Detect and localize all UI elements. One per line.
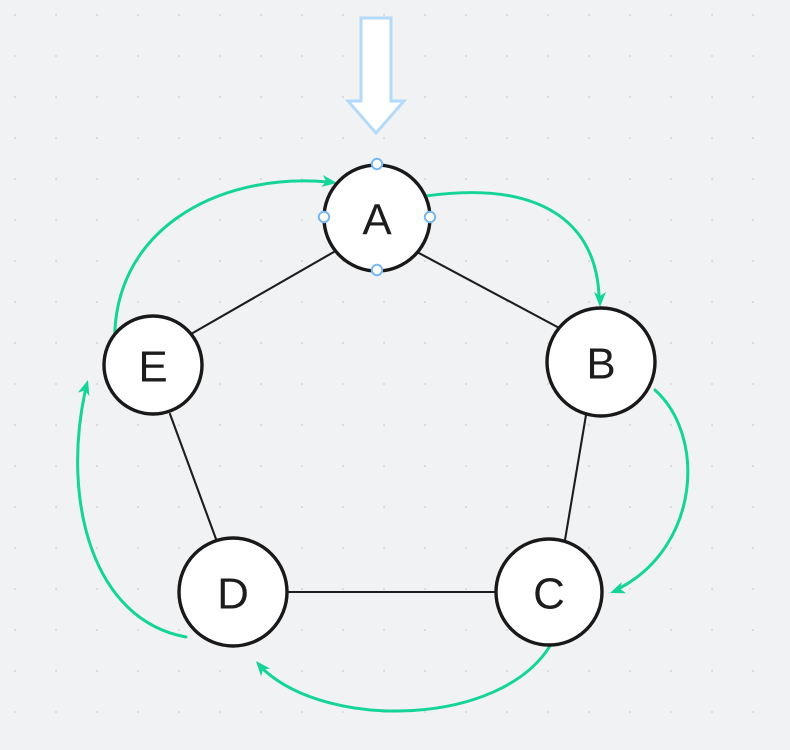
edge-b-c [563, 413, 588, 542]
flow-path-d-e [76, 390, 188, 639]
flow-path-e-a [113, 179, 330, 352]
flow-arrows [76, 174, 690, 713]
down-arrow-cursor-icon [344, 16, 408, 136]
flow-arrowhead-b-c [610, 582, 627, 594]
node-c[interactable]: C [494, 537, 604, 647]
selection-handle-top[interactable] [370, 157, 384, 171]
node-e-label: E [138, 343, 167, 392]
flow-arrow-a-b [424, 191, 606, 307]
selection-handles[interactable] [317, 157, 437, 277]
graph-nodes: A B C D E [102, 163, 657, 648]
node-e[interactable]: E [102, 314, 204, 416]
node-d-label: D [217, 570, 249, 619]
flow-arrowhead-c-d [256, 661, 271, 677]
node-d[interactable]: D [177, 536, 289, 648]
flow-arrowhead-a-b [594, 292, 606, 307]
node-a-label: A [362, 196, 392, 245]
selection-handle-left[interactable] [317, 210, 331, 224]
node-a[interactable]: A [322, 163, 432, 273]
node-c-circle[interactable] [494, 537, 604, 647]
flow-path-b-c [618, 388, 690, 590]
selection-handle-right[interactable] [423, 210, 437, 224]
edge-d-e [168, 412, 218, 541]
selection-handle-bottom[interactable] [370, 263, 384, 277]
flow-arrow-d-e [76, 380, 188, 639]
node-e-circle[interactable] [102, 314, 204, 416]
node-b-label: B [586, 340, 615, 389]
edge-e-a [189, 247, 341, 336]
flow-arrow-c-d [256, 644, 552, 713]
flow-arrow-b-c [610, 388, 690, 594]
flow-path-c-d [262, 644, 552, 713]
node-b-circle[interactable] [545, 306, 657, 418]
graph-edges [168, 247, 588, 594]
node-b[interactable]: B [545, 306, 657, 418]
edge-a-b [415, 250, 565, 332]
flow-arrow-e-a [113, 174, 337, 352]
node-c-label: C [533, 570, 565, 619]
flow-arrowhead-e-a [321, 174, 337, 187]
flow-arrowhead-d-e [77, 380, 90, 397]
flow-path-a-b [424, 191, 601, 298]
node-d-circle[interactable] [177, 536, 289, 648]
